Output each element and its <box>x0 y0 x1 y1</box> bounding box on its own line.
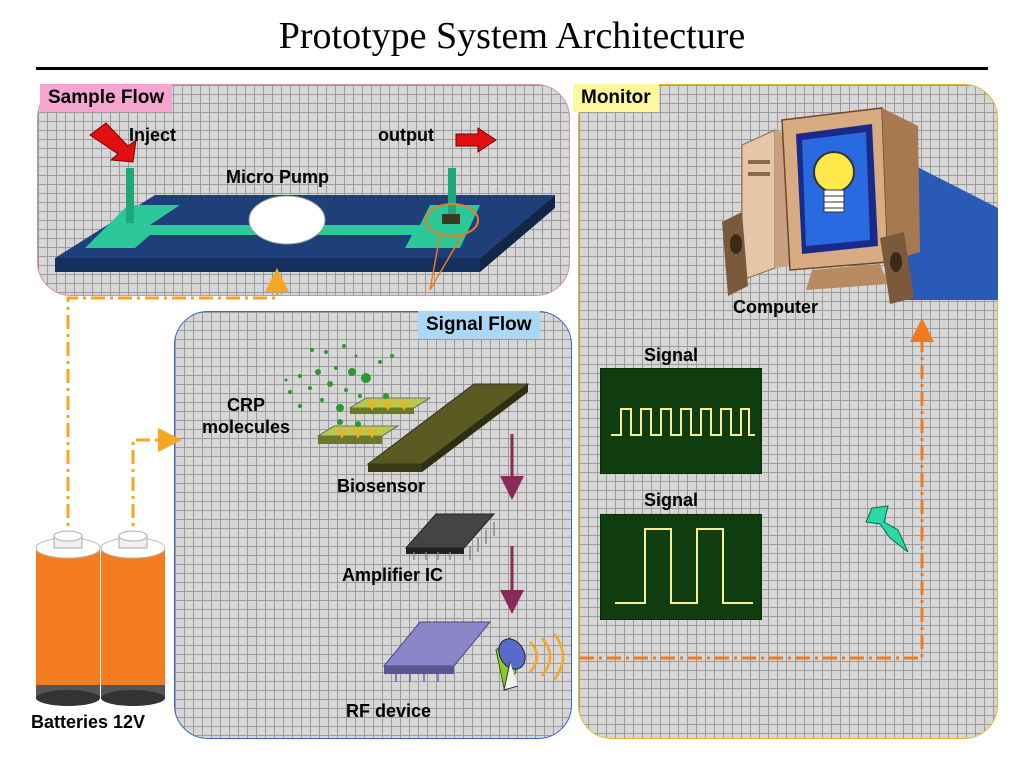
batteries-12v <box>35 530 166 706</box>
signal-flow-panel <box>174 311 572 739</box>
biosensor-label: Biosensor <box>337 476 426 496</box>
output-label: output <box>378 125 434 145</box>
antenna-icon <box>495 633 565 691</box>
amplifier-label: Amplifier IC <box>342 565 444 585</box>
signal-scope-bottom <box>600 514 762 620</box>
monitor-label: Monitor <box>573 84 659 112</box>
amplifier-ic <box>404 513 496 560</box>
computer-label: Computer <box>733 297 818 317</box>
crp-label-line1: CRP <box>226 395 265 415</box>
rf-link-line <box>580 318 934 660</box>
page-title: Prototype System Architecture <box>278 15 746 57</box>
batteries-label: Batteries 12V <box>31 712 146 732</box>
computer-icon <box>722 107 998 304</box>
signal-top-label: Signal <box>644 345 699 365</box>
output-tube <box>448 168 456 223</box>
crp-label-line2: molecules <box>201 417 291 437</box>
rf-device-chip <box>382 621 492 682</box>
signal-flow-label: Signal Flow <box>418 311 540 339</box>
wireless-bolt-icon <box>865 505 909 553</box>
micro-pump-disc <box>248 195 326 245</box>
biosensor <box>316 383 530 472</box>
sample-flow-label: Sample Flow <box>40 84 173 112</box>
square-wave-fast <box>611 408 755 436</box>
rf-device-label: RF device <box>346 701 432 721</box>
title-underline <box>36 67 988 70</box>
micro-pump-label: Micro Pump <box>226 167 330 187</box>
inject-tube <box>126 168 134 223</box>
inject-label: Inject <box>129 125 177 145</box>
crp-molecules-label: CRP molecules <box>196 394 296 438</box>
signal-scope-top <box>600 368 762 474</box>
crp-molecules <box>284 344 394 412</box>
inject-arrow <box>89 122 137 163</box>
signal-bottom-label: Signal <box>644 490 699 510</box>
output-arrow <box>455 127 497 153</box>
square-wave-slow <box>615 528 753 604</box>
